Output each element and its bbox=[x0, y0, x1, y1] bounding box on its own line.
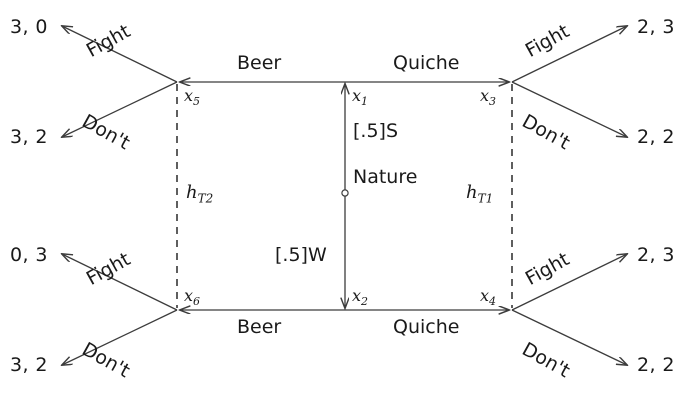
payoff-x6-dont: 3, 2 bbox=[10, 354, 48, 376]
information-set-label-hT2-sub: T2 bbox=[197, 191, 214, 206]
information-set-label-hT2-base: h bbox=[186, 182, 198, 203]
information-set-label-hT2: hT2 bbox=[186, 184, 213, 205]
payoff-x5-dont: 3, 2 bbox=[10, 126, 48, 148]
node-label-x2-base: x bbox=[352, 286, 362, 305]
node-label-x5-sub: 5 bbox=[193, 95, 201, 109]
x4-response-edges bbox=[511, 254, 627, 365]
payoff-x4-fight: 2, 3 bbox=[637, 244, 675, 266]
x3-response-edges bbox=[511, 26, 627, 137]
node-label-x1-sub: 1 bbox=[361, 95, 369, 109]
node-label-x3-base: x bbox=[480, 86, 490, 105]
message-label-top-quiche: Quiche bbox=[393, 52, 460, 74]
edge-x4-fight bbox=[511, 254, 627, 311]
nature-probability-weak: [.5]W bbox=[275, 244, 327, 266]
edge-x4-dont bbox=[511, 309, 627, 365]
node-label-x2: x2 bbox=[352, 286, 369, 309]
node-label-x2-sub: 2 bbox=[361, 295, 369, 309]
payoff-x5-fight: 3, 0 bbox=[10, 16, 48, 38]
payoff-x6-fight: 0, 3 bbox=[10, 244, 48, 266]
message-label-bottom-quiche: Quiche bbox=[393, 316, 460, 338]
node-label-x1: x1 bbox=[352, 86, 369, 109]
node-label-x1-base: x bbox=[352, 86, 362, 105]
node-label-x3: x3 bbox=[480, 86, 497, 109]
edge-x6-fight bbox=[62, 254, 178, 311]
x5-response-edges bbox=[62, 26, 178, 137]
node-label-x4: x4 bbox=[480, 286, 497, 309]
nature-move-edges bbox=[342, 84, 348, 308]
payoff-x4-dont: 2, 2 bbox=[637, 354, 675, 376]
information-set-label-hT1: hT1 bbox=[466, 184, 493, 205]
nature-label: Nature bbox=[353, 166, 418, 188]
information-set-label-hT1-sub: T1 bbox=[477, 191, 494, 206]
node-label-x3-sub: 3 bbox=[489, 95, 497, 109]
edge-x5-fight bbox=[62, 26, 178, 83]
nature-probability-strong: [.5]S bbox=[353, 120, 399, 142]
nature-node-marker bbox=[341, 189, 349, 197]
edge-x5-dont bbox=[62, 81, 178, 137]
node-label-x6-sub: 6 bbox=[193, 295, 201, 309]
edge-x3-fight bbox=[511, 26, 627, 83]
node-label-x5: x5 bbox=[184, 86, 201, 109]
message-label-top-beer: Beer bbox=[237, 52, 282, 74]
edge-x3-dont bbox=[511, 81, 627, 137]
node-label-x6: x6 bbox=[184, 286, 201, 309]
payoff-x3-dont: 2, 2 bbox=[637, 126, 675, 148]
information-set-lines bbox=[176, 84, 513, 308]
payoff-x3-fight: 2, 3 bbox=[637, 16, 675, 38]
information-set-label-hT1-base: h bbox=[466, 182, 478, 203]
node-label-x4-sub: 4 bbox=[489, 295, 497, 309]
message-label-bottom-beer: Beer bbox=[237, 316, 282, 338]
node-label-x5-base: x bbox=[184, 86, 194, 105]
edge-x6-dont bbox=[62, 309, 178, 365]
node-label-x6-base: x bbox=[184, 286, 194, 305]
x6-response-edges bbox=[62, 254, 178, 365]
node-label-x4-base: x bbox=[480, 286, 490, 305]
